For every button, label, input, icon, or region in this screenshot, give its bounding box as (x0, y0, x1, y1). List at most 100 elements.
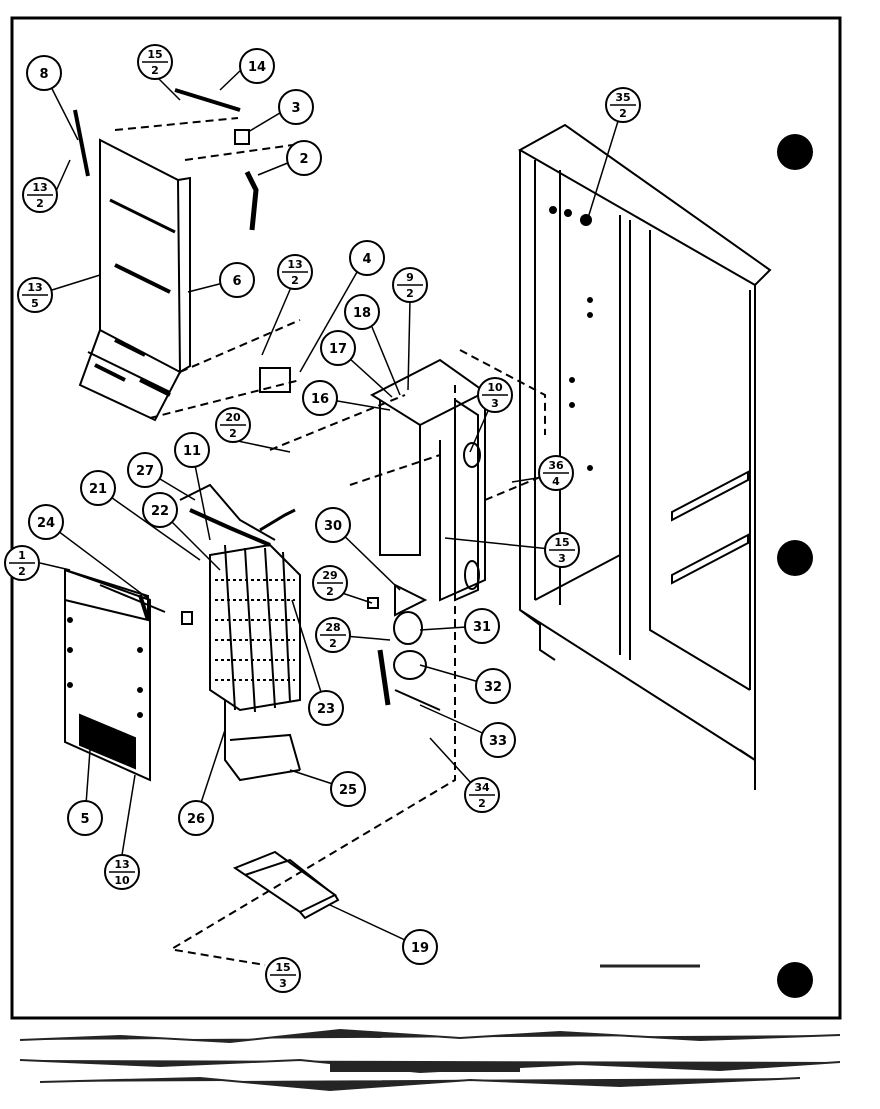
svg-text:22: 22 (151, 504, 169, 519)
svg-text:35: 35 (615, 91, 630, 104)
svg-text:10: 10 (114, 874, 130, 887)
callout-32: 32 (475, 668, 511, 704)
svg-text:27: 27 (136, 464, 154, 479)
callout-15-2: 152 (137, 44, 173, 80)
callout-4: 4 (349, 240, 385, 276)
svg-text:33: 33 (489, 734, 507, 749)
callout-24: 24 (28, 504, 64, 540)
svg-text:14: 14 (248, 60, 266, 75)
scan-noise (19, 964, 841, 1092)
callout-15-3: 153 (265, 957, 301, 993)
rear-panel (64, 568, 193, 782)
svg-text:5: 5 (31, 297, 39, 310)
callout-28-2: 282 (315, 617, 351, 653)
callout-17: 17 (320, 330, 356, 366)
svg-text:13: 13 (27, 281, 42, 294)
svg-text:18: 18 (353, 306, 371, 321)
callout-22: 22 (142, 492, 178, 528)
callout-25: 25 (330, 771, 366, 807)
callout-31: 31 (464, 608, 500, 644)
svg-text:2: 2 (151, 64, 159, 77)
svg-text:21: 21 (89, 482, 107, 497)
svg-text:4: 4 (362, 252, 371, 267)
svg-text:3: 3 (558, 552, 566, 565)
callout-27: 27 (127, 452, 163, 488)
callout-13-5: 135 (17, 277, 53, 313)
registration-dot (777, 962, 813, 998)
callout-14: 14 (239, 48, 275, 84)
callout-29-2: 292 (312, 565, 348, 601)
callout-11: 11 (174, 432, 210, 468)
callout-34-2: 342 (464, 777, 500, 813)
callout-36-4: 364 (538, 455, 574, 491)
control-panel-assembly (73, 88, 301, 422)
callout-8: 8 (26, 55, 62, 91)
svg-text:4: 4 (552, 475, 560, 488)
callout-23: 23 (308, 690, 344, 726)
svg-text:13: 13 (114, 858, 129, 871)
callout-15-3: 153 (544, 532, 580, 568)
callout-35-2: 352 (605, 87, 641, 123)
svg-text:8: 8 (39, 67, 48, 82)
drain-pan (174, 850, 340, 966)
svg-text:2: 2 (326, 585, 334, 598)
svg-text:32: 32 (484, 680, 502, 695)
svg-text:28: 28 (325, 621, 340, 634)
callout-3: 3 (278, 89, 314, 125)
svg-text:2: 2 (18, 565, 26, 578)
callout-10-3: 103 (477, 377, 513, 413)
fan-motor-assembly (367, 583, 441, 711)
svg-text:2: 2 (229, 427, 237, 440)
svg-text:3: 3 (491, 397, 499, 410)
svg-text:31: 31 (473, 620, 491, 635)
callout-19: 19 (402, 929, 438, 965)
callout-13-2: 132 (277, 254, 313, 290)
callout-16: 16 (302, 380, 338, 416)
svg-text:13: 13 (32, 181, 47, 194)
callout-18: 18 (344, 294, 380, 330)
svg-text:2: 2 (36, 197, 44, 210)
svg-text:17: 17 (329, 342, 347, 357)
callout-6: 6 (219, 262, 255, 298)
svg-text:2: 2 (299, 152, 308, 167)
registration-dot (777, 540, 813, 576)
svg-text:2: 2 (478, 797, 486, 810)
callout-30: 30 (315, 507, 351, 543)
svg-text:34: 34 (474, 781, 490, 794)
diagram-border (10, 16, 842, 1020)
svg-text:29: 29 (322, 569, 337, 582)
callout-33: 33 (480, 722, 516, 758)
svg-text:2: 2 (291, 274, 299, 287)
svg-text:1: 1 (18, 549, 26, 562)
svg-text:3: 3 (291, 101, 300, 116)
svg-text:2: 2 (619, 107, 627, 120)
svg-text:16: 16 (311, 392, 329, 407)
svg-text:15: 15 (275, 961, 290, 974)
svg-text:2: 2 (329, 637, 337, 650)
svg-text:20: 20 (225, 411, 241, 424)
svg-text:26: 26 (187, 812, 205, 827)
svg-text:6: 6 (232, 274, 241, 289)
svg-text:19: 19 (411, 941, 429, 956)
svg-text:24: 24 (37, 516, 55, 531)
callout-21: 21 (80, 470, 116, 506)
svg-text:13: 13 (287, 258, 302, 271)
svg-text:10: 10 (487, 381, 503, 394)
svg-text:2: 2 (406, 287, 414, 300)
callout-9-2: 92 (392, 267, 428, 303)
svg-text:3: 3 (279, 977, 287, 990)
svg-text:36: 36 (548, 459, 564, 472)
svg-text:23: 23 (317, 702, 335, 717)
svg-text:15: 15 (554, 536, 569, 549)
callout-2: 2 (286, 140, 322, 176)
svg-text:30: 30 (324, 519, 342, 534)
callout-20-2: 202 (215, 407, 251, 443)
evaporator-coil (179, 483, 301, 782)
callout-13-2: 132 (22, 177, 58, 213)
svg-text:11: 11 (183, 444, 201, 459)
registration-dot (777, 134, 813, 170)
svg-text:9: 9 (406, 271, 414, 284)
